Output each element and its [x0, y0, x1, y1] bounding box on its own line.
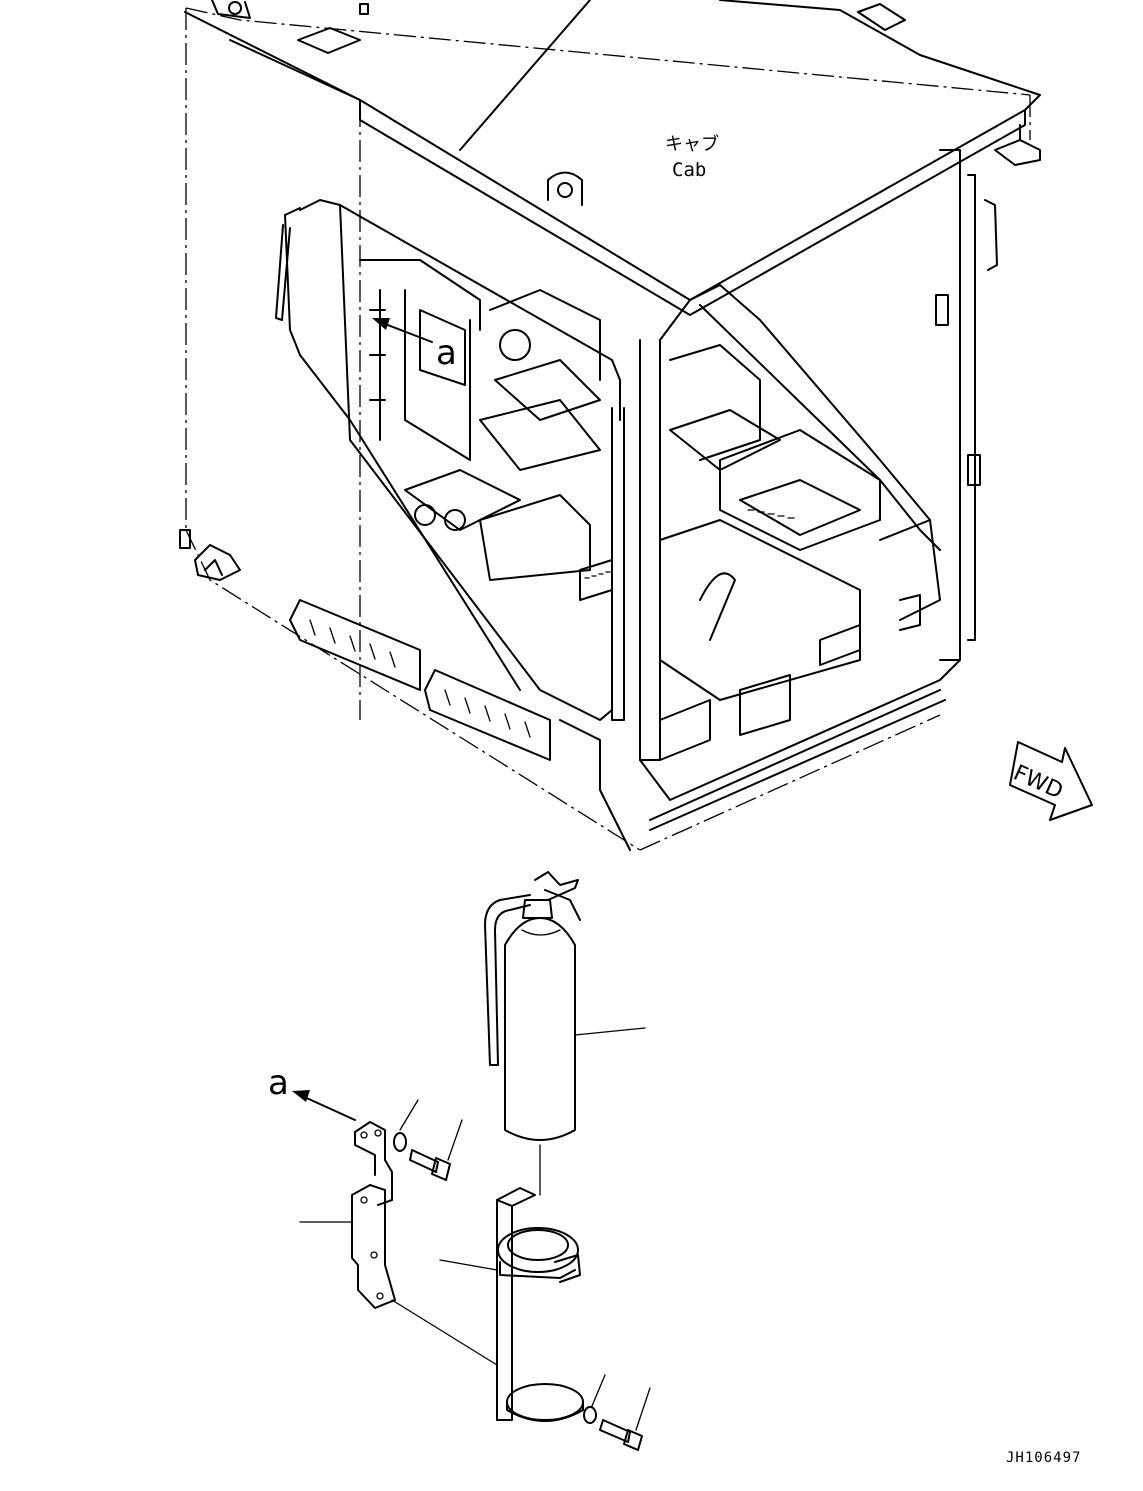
reference-arrow-top: [372, 318, 433, 343]
cab-label-jp: キャブ: [665, 133, 719, 155]
ref-mark-a-top: a: [436, 333, 457, 373]
floor-bracket-row-right: [424, 669, 551, 761]
fire-extinguisher: [484, 871, 646, 1196]
cab-label-en: Cab: [672, 159, 706, 181]
washer-upper: [393, 1099, 419, 1152]
reference-arrow-bottom: [292, 1090, 356, 1121]
bolt-lower: [599, 1387, 651, 1451]
floor-bracket-row-left: [289, 599, 421, 691]
extinguisher-bracket: [439, 1187, 584, 1422]
mounting-plate: [299, 1121, 498, 1366]
bolt-upper: [409, 1119, 463, 1181]
drawing-code: JH106497: [1006, 1450, 1081, 1466]
washer-lower: [583, 1374, 606, 1424]
cab-assembly: [179, 0, 1041, 851]
ref-mark-a-bottom: a: [268, 1063, 289, 1103]
fwd-arrow: [1009, 741, 1093, 821]
